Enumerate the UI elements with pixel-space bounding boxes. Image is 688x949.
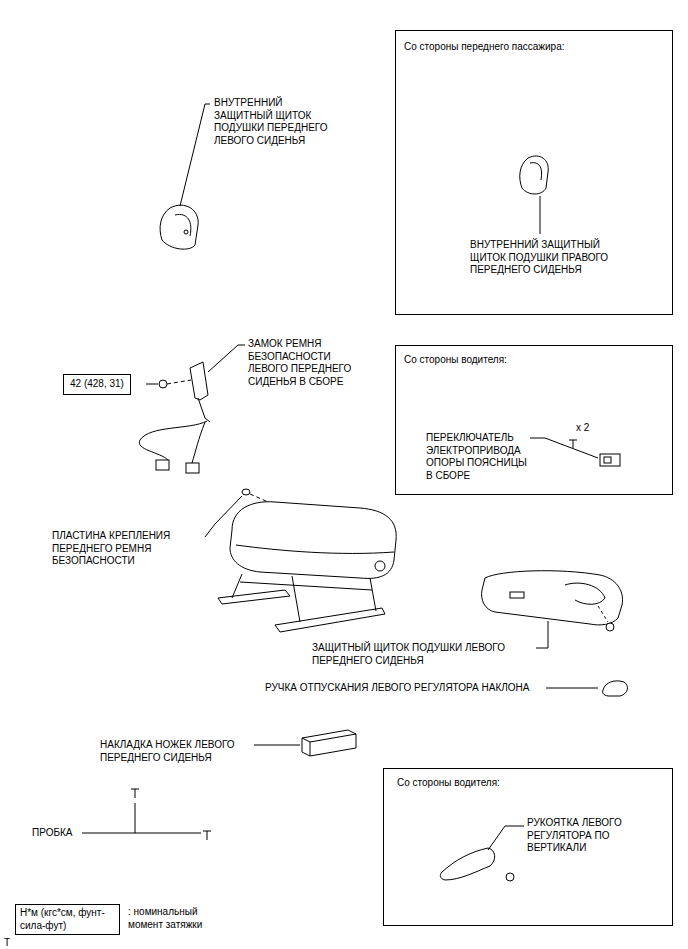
plug xyxy=(203,831,211,840)
inner-shield xyxy=(520,156,548,194)
dashed-line xyxy=(167,380,191,384)
screw xyxy=(606,623,614,631)
buckle xyxy=(190,362,208,400)
shield-slot xyxy=(510,592,524,598)
leader-line xyxy=(536,621,548,648)
connector xyxy=(186,463,199,473)
callout-box: Н*м (кгс*см, фунт-сила-фут): номинальный… xyxy=(15,904,120,935)
callout-box: Со стороны водителя: РУКОЯТКА ЛЕВОГО РЕГУ… xyxy=(383,768,673,926)
leader-line xyxy=(254,745,300,746)
shield-recess xyxy=(565,583,605,604)
washer xyxy=(242,489,250,495)
callout-box: Со стороны водителя: ПЕРЕКЛЮЧАТЕЛЬ ЭЛЕКТР… xyxy=(395,345,673,495)
seat-knob xyxy=(375,561,385,571)
inner-shield-hole xyxy=(184,230,188,234)
part-label: ЗАМОК РЕМНЯ БЕЗОПАСНОСТИ ЛЕВОГО ПЕРЕДНЕГ… xyxy=(248,338,360,388)
leg-cover xyxy=(302,730,356,756)
harness xyxy=(139,421,207,463)
leader-line xyxy=(146,384,158,385)
box-heading: Н*м (кгс*см, фунт-сила-фут) xyxy=(20,907,115,932)
dashed-line xyxy=(598,606,608,622)
part-label: ПРОБКА xyxy=(32,827,72,840)
page-mark: T xyxy=(4,937,10,949)
box-heading: 42 (428, 31) xyxy=(70,378,124,391)
lumbar-switch xyxy=(600,454,620,466)
vertical-handle xyxy=(440,848,494,880)
part-label: ВНУТРЕННИЙ ЗАЩИТНЫЙ ЩИТОК ПОДУШКИ ПЕРЕДН… xyxy=(214,97,336,147)
leader-line xyxy=(135,833,201,834)
part-label: ЗАЩИТНЫЙ ЩИТОК ПОДУШКИ ЛЕВОГО ПЕРЕДНЕГО … xyxy=(312,642,534,667)
box-heading: Со стороны водителя: xyxy=(404,354,666,367)
seat-seam xyxy=(236,545,394,553)
connector xyxy=(156,460,169,470)
release-knob xyxy=(603,681,628,696)
side-shield xyxy=(482,571,623,625)
inner-shield xyxy=(160,205,198,249)
part-label: ПЛАСТИНА КРЕПЛЕНИЯ ПЕРЕДНЕГО РЕМНЯ БЕЗОП… xyxy=(52,530,184,568)
plug xyxy=(131,789,139,798)
part-label: ПЕРЕКЛЮЧАТЕЛЬ ЭЛЕКТРОПРИВОДА ОПОРЫ ПОЯСН… xyxy=(426,432,530,482)
part-label: НАКЛАДКА НОЖЕК ЛЕВОГО ПЕРЕДНЕГО СИДЕНЬЯ xyxy=(100,739,252,764)
inner-shield-detail xyxy=(175,214,191,236)
leader-line xyxy=(180,104,210,206)
seat-cushion xyxy=(230,502,396,579)
part-label: РУКОЯТКА ЛЕВОГО РЕГУЛЯТОРА ПО ВЕРТИКАЛИ xyxy=(527,817,639,855)
leader-line xyxy=(540,196,541,234)
leader-line xyxy=(82,803,135,833)
lumbar-switch-button xyxy=(604,457,611,463)
inner-shield-detail xyxy=(530,163,542,180)
screw xyxy=(569,440,577,448)
callout-box: Со стороны переднего пассажира: ВНУТРЕННИ… xyxy=(395,30,673,315)
part-label: x 2 xyxy=(576,422,606,435)
bolt xyxy=(159,380,167,388)
seat-rail xyxy=(218,590,290,604)
seat-rail xyxy=(275,608,385,632)
box-heading: Со стороны водителя: xyxy=(397,777,659,790)
leader-line xyxy=(530,438,598,458)
buckle-strap xyxy=(198,398,210,422)
part-label: : номинальный момент затяжки xyxy=(128,906,220,931)
callout-box: 42 (428, 31) xyxy=(63,374,131,395)
box-heading: Со стороны переднего пассажира: xyxy=(404,41,666,54)
part-label: ВНУТРЕННИЙ ЗАЩИТНЫЙ ЩИТОК ПОДУШКИ ПРАВОГ… xyxy=(470,239,630,277)
leader-line xyxy=(488,826,524,850)
part-label: РУЧКА ОТПУСКАНИЯ ЛЕВОГО РЕГУЛЯТОРА НАКЛО… xyxy=(265,682,529,695)
screw xyxy=(506,873,514,881)
seat-frame xyxy=(232,574,376,622)
leader-line xyxy=(546,688,598,689)
leg-cover-edge xyxy=(302,734,356,756)
leader-line xyxy=(208,345,245,372)
